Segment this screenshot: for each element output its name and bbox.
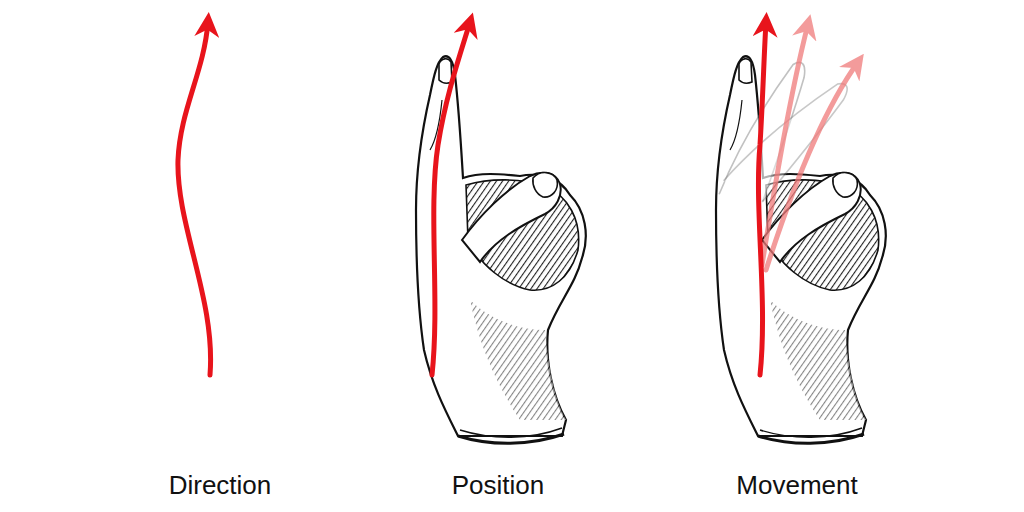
- movement-arrow: [758, 22, 766, 375]
- movement-arrow-faded: [762, 24, 808, 265]
- panel-label: Movement: [736, 470, 857, 501]
- position-arrow: [432, 22, 470, 375]
- direction-arrow: [178, 22, 211, 375]
- panel-label: Direction: [169, 470, 272, 501]
- movement-arrow-faded: [766, 62, 858, 270]
- ghost-finger: [724, 67, 858, 209]
- movement-hand: [716, 53, 886, 444]
- panel-label: Position: [452, 470, 545, 501]
- hand-drawing: [716, 56, 886, 443]
